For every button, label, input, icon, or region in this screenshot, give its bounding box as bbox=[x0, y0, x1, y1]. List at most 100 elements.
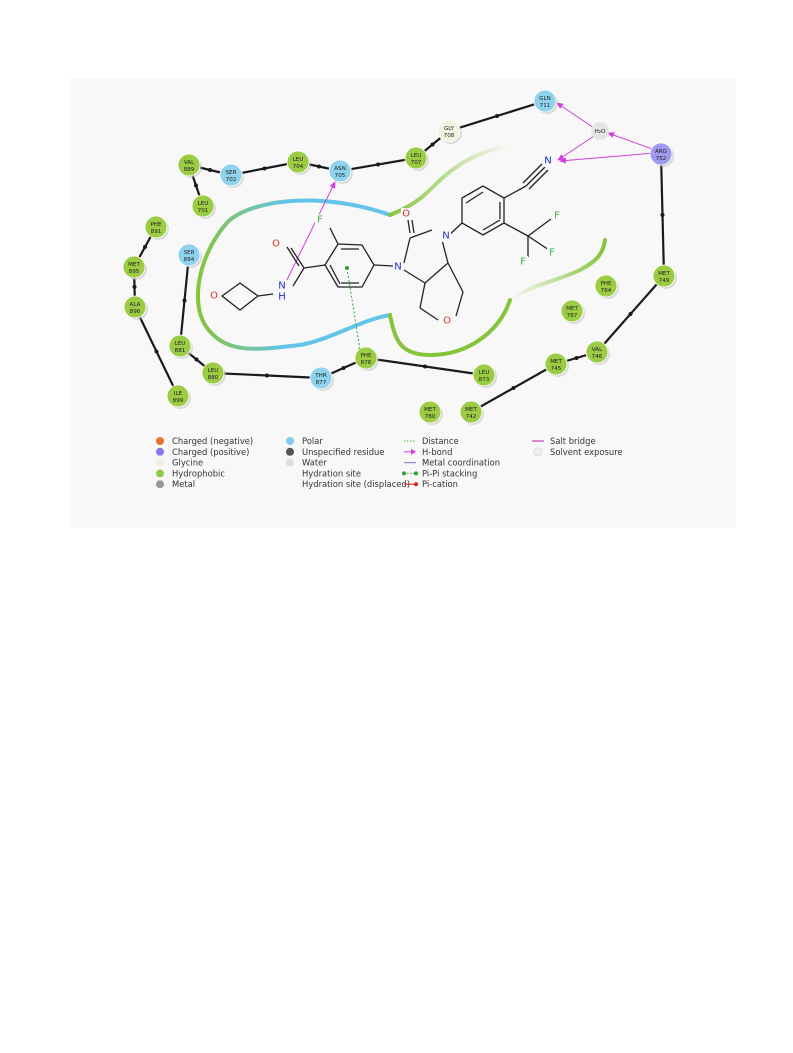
atom-bg bbox=[393, 261, 403, 273]
atom-bg bbox=[401, 208, 411, 220]
legend-item-12: Metal coordination bbox=[404, 458, 500, 468]
legend-item-0: Charged (negative) bbox=[156, 436, 253, 446]
legend-label: Hydration site bbox=[302, 468, 361, 478]
legend-item-5: Polar bbox=[286, 436, 323, 446]
residue-name: ARG bbox=[655, 149, 667, 155]
residue-name: VAL bbox=[592, 347, 603, 353]
backbone-node bbox=[317, 164, 321, 169]
atom-label: O bbox=[272, 239, 280, 250]
atom-bg bbox=[277, 280, 287, 292]
residue-name: MET bbox=[465, 407, 477, 413]
residue-number: 749 bbox=[659, 278, 670, 284]
legend: Charged (negative)Charged (positive)Glyc… bbox=[156, 436, 623, 489]
residue-name: PHE bbox=[360, 353, 372, 359]
legend-item-14: Pi-cation bbox=[404, 479, 458, 489]
legend-item-7: Water bbox=[286, 458, 327, 468]
diagram-panel bbox=[70, 78, 736, 528]
backbone-segment-3 bbox=[470, 153, 666, 413]
residue-number: 705 bbox=[335, 173, 346, 179]
legend-item-11: H-bond bbox=[404, 447, 452, 457]
legend-arrowhead bbox=[411, 448, 416, 455]
residue-name: GLN bbox=[539, 96, 551, 102]
residue-name: MET bbox=[424, 407, 436, 413]
backbone-node bbox=[511, 386, 516, 390]
legend-label: Pi-cation bbox=[422, 479, 458, 489]
legend-dot bbox=[414, 471, 418, 476]
legend-swatch bbox=[286, 458, 294, 467]
atom-label: N bbox=[544, 156, 551, 167]
pipi-dot-ligand bbox=[345, 266, 349, 270]
hbond-arg752-n bbox=[559, 152, 656, 164]
atom-bg bbox=[441, 230, 451, 242]
residue-number: 884 bbox=[184, 257, 195, 263]
backbone-node bbox=[430, 142, 435, 147]
residue-name: SER bbox=[226, 170, 237, 176]
hbond-arg752-water bbox=[607, 132, 656, 151]
residue-name: MET bbox=[128, 262, 140, 268]
residue-number: 711 bbox=[540, 103, 551, 109]
legend-swatch bbox=[533, 447, 543, 457]
residue-number: 745 bbox=[551, 366, 562, 372]
legend-swatch bbox=[286, 447, 294, 456]
legend-swatch bbox=[156, 447, 164, 456]
residue-name: MET bbox=[566, 306, 578, 312]
backbone-node bbox=[194, 183, 198, 188]
residue-number: 876 bbox=[361, 360, 372, 366]
legend-item-13: Pi-Pi stacking bbox=[402, 468, 477, 478]
backbone-node bbox=[341, 366, 346, 370]
legend-label: Charged (negative) bbox=[172, 436, 253, 446]
residue-number: 881 bbox=[175, 348, 186, 354]
atom-label: N bbox=[394, 262, 401, 273]
legend-dot bbox=[414, 482, 418, 487]
legend-item-8: Hydration site bbox=[302, 468, 361, 478]
legend-item-15: Salt bridge bbox=[532, 436, 596, 446]
atom-bg bbox=[271, 238, 281, 250]
legend-label: Water bbox=[302, 458, 327, 468]
legend-label: Polar bbox=[302, 436, 323, 446]
backbone-node bbox=[262, 166, 267, 171]
backbone-segment-2 bbox=[178, 254, 485, 380]
atom-label: F bbox=[554, 211, 560, 222]
legend-swatch bbox=[156, 458, 164, 467]
hbond-water-n bbox=[557, 131, 601, 161]
legend-label: Metal coordination bbox=[422, 458, 500, 468]
pocket-line-right bbox=[508, 238, 607, 302]
backbone-node bbox=[194, 357, 199, 362]
legend-label: Hydrophobic bbox=[172, 468, 225, 478]
residue-number: 787 bbox=[567, 313, 578, 319]
legend-label: Unspecified residue bbox=[302, 447, 385, 457]
legend-item-6: Unspecified residue bbox=[286, 447, 385, 457]
atom-bg bbox=[543, 155, 553, 167]
backbone-node bbox=[132, 285, 137, 289]
atom-bg bbox=[277, 291, 287, 303]
residue-number: 746 bbox=[592, 354, 603, 360]
legend-label: Hydration site (displaced) bbox=[302, 479, 410, 489]
atom-label: F bbox=[549, 248, 555, 259]
residue-number: 895 bbox=[129, 269, 140, 275]
legend-label: Pi-Pi stacking bbox=[422, 468, 477, 478]
ligand-structure bbox=[220, 163, 552, 321]
residue-number: 891 bbox=[151, 229, 162, 235]
atom-label: F bbox=[520, 257, 526, 268]
backbone-node bbox=[660, 213, 665, 217]
atom-label: O bbox=[443, 316, 451, 327]
residues: GLN711GLY708ARG752LEU707ASN705LEU704SER7… bbox=[122, 89, 677, 425]
residue-number: 889 bbox=[184, 167, 195, 173]
atom-bg bbox=[442, 315, 452, 327]
residue-name: LEU bbox=[479, 370, 490, 376]
backbone-node bbox=[182, 298, 187, 303]
legend-dot bbox=[402, 471, 406, 476]
legend-item-3: Hydrophobic bbox=[156, 468, 225, 478]
